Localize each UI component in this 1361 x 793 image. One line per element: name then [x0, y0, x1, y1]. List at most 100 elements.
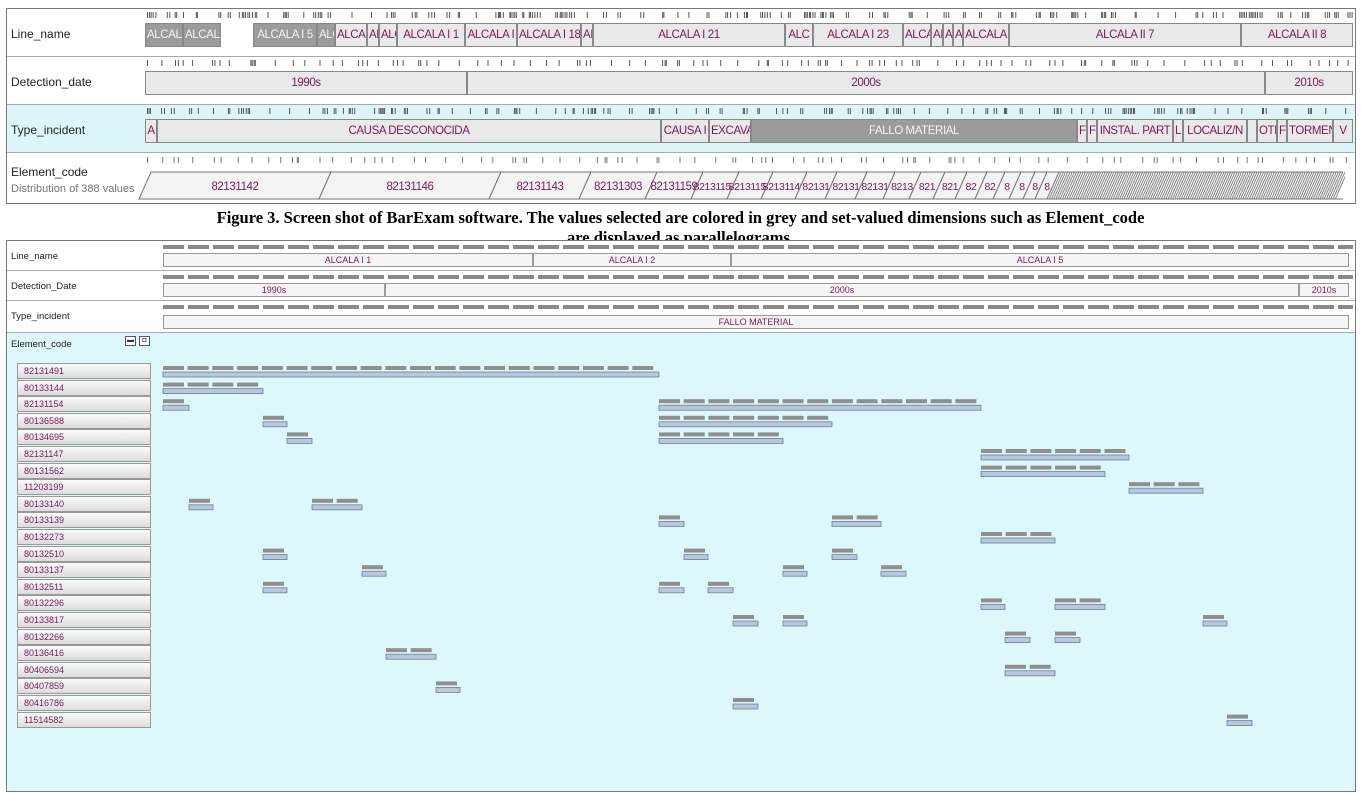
tick-mark [973, 108, 975, 114]
tick-mark [1241, 108, 1243, 114]
element-code-row-label[interactable]: 80132511 [17, 578, 151, 595]
value-segment[interactable]: ALCALA I 18 [517, 23, 581, 47]
value-segment[interactable]: INSTAL. PART [1097, 119, 1173, 143]
set-value-parallelogram[interactable]: 82131146 [318, 171, 502, 200]
value-segment[interactable]: ALCA [903, 23, 931, 47]
value-segment[interactable]: ALCALA I 1 [145, 23, 183, 47]
value-segment[interactable]: AI [931, 23, 943, 47]
value-segment[interactable]: L [1173, 119, 1183, 143]
value-segment[interactable]: V [1333, 119, 1353, 143]
element-code-row-label[interactable]: 80133140 [17, 495, 151, 512]
tick-mark [592, 108, 593, 114]
collapse-icon[interactable]: ▬ [125, 336, 136, 346]
expand-icon[interactable]: ◘ [139, 336, 150, 346]
tick-mark [1193, 108, 1195, 114]
element-code-row-label[interactable]: 80133139 [17, 512, 151, 529]
element-code-row-label[interactable]: 80406594 [17, 661, 151, 678]
element-code-row-label[interactable]: 80131562 [17, 462, 151, 479]
value-segment[interactable]: ALC [379, 23, 397, 47]
element-occurrence-bar [980, 537, 1056, 544]
set-value-parallelogram[interactable]: 82131156 [726, 171, 774, 200]
value-segment[interactable]: FALLO MATERIAL [751, 119, 1077, 143]
value-segment[interactable]: ALC [785, 23, 813, 47]
tiny-value-slice [1332, 171, 1345, 200]
set-value-parallelogram[interactable]: 82131303 [578, 171, 658, 200]
element-code-row-label[interactable]: 80134695 [17, 429, 151, 446]
value-segment[interactable]: 2000s [467, 71, 1265, 95]
element-code-row-label[interactable]: 11203199 [17, 479, 151, 496]
value-segment[interactable]: ALCALA I [465, 23, 517, 47]
set-value-parallelogram[interactable]: 82131154 [690, 171, 740, 200]
value-segment[interactable]: 1990s [145, 71, 467, 95]
value-segment[interactable]: AI [581, 23, 593, 47]
value-segment[interactable]: A [145, 119, 157, 143]
value-segment[interactable]: ALCALA I 5 [253, 23, 317, 47]
dimension-bar[interactable]: ALCALA I 1ALCALAALCALA I 5ALCALCALALALCA… [145, 23, 1353, 47]
value-segment[interactable] [1247, 119, 1257, 143]
distribution-segment [312, 498, 333, 503]
element-code-row-label[interactable]: 80132510 [17, 545, 151, 562]
tiny-value-slice [1053, 171, 1067, 200]
value-segment[interactable]: FI [1087, 119, 1097, 143]
element-code-row-label[interactable]: 80132273 [17, 529, 151, 545]
value-segment[interactable]: FI [1077, 119, 1087, 143]
value-segment[interactable]: TORMEN [1287, 119, 1333, 143]
value-segment[interactable]: ALCALA [963, 23, 1009, 47]
value-segment[interactable]: F [1277, 119, 1287, 143]
element-code-row-label[interactable]: 80133817 [17, 612, 151, 628]
value-segment[interactable]: 2010s [1265, 71, 1353, 95]
value-segment[interactable]: AL [367, 23, 379, 47]
element-code-row-label[interactable]: 80132296 [17, 595, 151, 612]
element-code-row-label[interactable]: 80416786 [17, 695, 151, 711]
value-segment[interactable]: ALCALA I 1 [397, 23, 465, 47]
value-segment[interactable]: A [953, 23, 963, 47]
set-value-parallelogram[interactable]: 82131149 [760, 171, 808, 200]
tick-mark [1261, 12, 1263, 18]
value-segment[interactable]: ALCALA I 21 [593, 23, 785, 47]
tick-mark [321, 12, 323, 18]
element-code-row-label[interactable]: 80133137 [17, 562, 151, 579]
value-segment[interactable]: ALCALA II 7 [1009, 23, 1241, 47]
value-segment[interactable]: FALLO MATERIAL [163, 315, 1349, 329]
value-segment[interactable]: ALCALA [183, 23, 221, 47]
tick-mark [1102, 157, 1104, 163]
tick-mark [663, 12, 665, 18]
value-segment[interactable]: 2000s [385, 283, 1299, 297]
value-segment[interactable]: ALCALA II 8 [1241, 23, 1353, 47]
distribution-segment [659, 515, 680, 520]
tick-mark [1131, 108, 1133, 114]
element-code-row-label[interactable]: 80136588 [17, 412, 151, 429]
value-segment[interactable]: ALCALA I 5 [731, 253, 1349, 267]
element-code-row-label[interactable]: 80407859 [17, 678, 151, 695]
element-code-row-label[interactable]: 11514582 [17, 711, 151, 728]
set-value-parallelogram[interactable]: 82131 [824, 171, 868, 200]
value-segment[interactable]: A [943, 23, 953, 47]
tick-mark [746, 12, 747, 18]
value-segment[interactable]: EXCAVA [709, 119, 751, 143]
element-code-row-label[interactable]: 82131154 [17, 396, 151, 413]
set-value-parallelogram[interactable]: 82131143 [488, 171, 592, 200]
value-segment[interactable]: ALCALA I 2 [533, 253, 731, 267]
value-segment[interactable]: CAUSA I [661, 119, 709, 143]
value-segment[interactable]: 2010s [1299, 283, 1349, 297]
value-segment[interactable]: ALC [317, 23, 335, 47]
value-segment[interactable]: CAUSA DESCONOCIDA [157, 119, 661, 143]
value-segment[interactable]: LOCALIZ/N [1183, 119, 1247, 143]
set-value-parallelogram[interactable]: 82131142 [138, 171, 332, 200]
value-segment[interactable]: ALCALA I 23 [813, 23, 903, 47]
tick-mark [1332, 157, 1334, 163]
set-value-parallelogram[interactable]: 82131159 [644, 171, 704, 200]
element-code-row-label[interactable]: 80136416 [17, 645, 151, 662]
element-code-row-label[interactable]: 80132266 [17, 628, 151, 645]
value-segment[interactable]: ALCAL [335, 23, 367, 47]
element-code-row-label[interactable]: 80133144 [17, 379, 151, 396]
element-code-row-label[interactable]: 82131491 [17, 363, 151, 379]
element-code-row-label[interactable]: 82131147 [17, 446, 151, 462]
value-segment[interactable]: ALCALA I 1 [163, 253, 533, 267]
value-segment[interactable]: 1990s [163, 283, 385, 297]
tiny-value-slice [1187, 171, 1201, 200]
value-segment[interactable]: OTI [1257, 119, 1277, 143]
